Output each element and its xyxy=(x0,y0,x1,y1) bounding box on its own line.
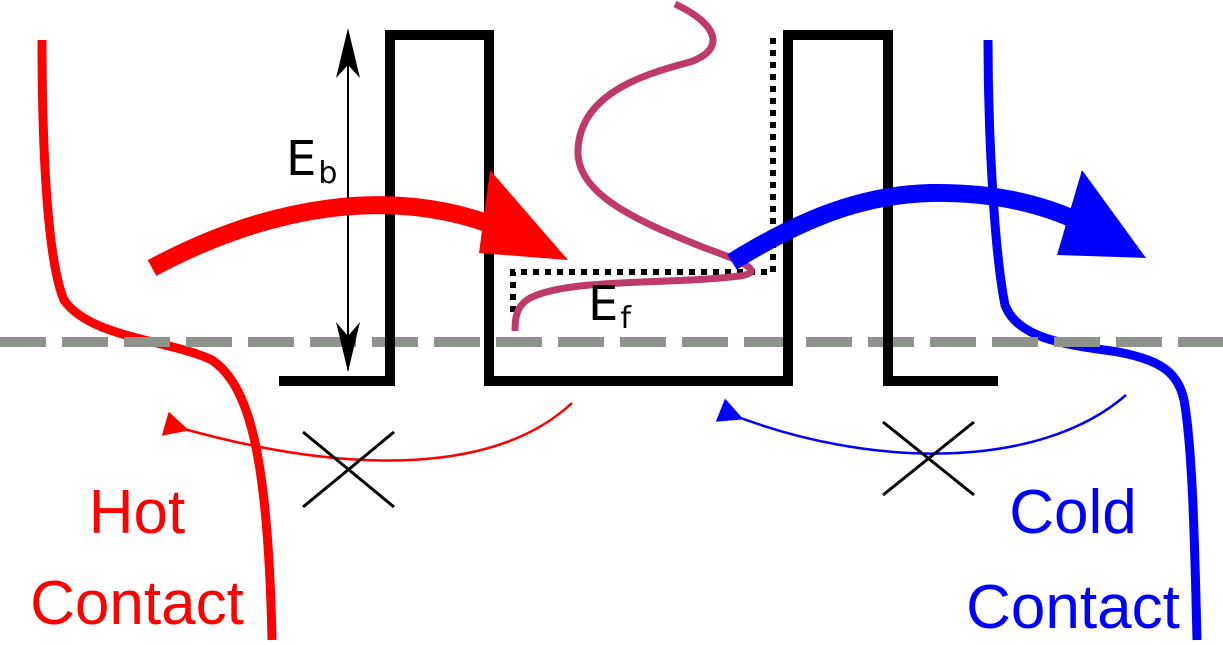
fermi-energy-main: E xyxy=(588,276,618,332)
barrier-height-arrowhead-bottom xyxy=(336,322,360,372)
well-level-dotted-line xyxy=(510,35,776,312)
hot-contact-label-line1: Hot xyxy=(89,478,185,547)
cold-contact-label-line2: Contact xyxy=(966,573,1180,642)
hot-backflow-arrow xyxy=(161,402,573,462)
barrier-height-arrowhead-top xyxy=(336,28,360,78)
wavefunction-curve xyxy=(511,0,755,332)
cold-backflow-arrow xyxy=(715,394,1127,455)
cold-transport-arrow xyxy=(727,183,1084,270)
fermi-energy-label: Ef xyxy=(588,276,632,336)
barrier-energy-main: E xyxy=(286,131,316,187)
cold-blocked-cross xyxy=(882,420,975,497)
barrier-energy-sub: b xyxy=(318,156,337,191)
hot-blocked-cross xyxy=(302,430,395,509)
hot-contact-label-line2: Contact xyxy=(30,569,244,638)
cold-transport-arrowhead xyxy=(1057,170,1146,258)
hot-transport-arrow xyxy=(147,196,514,276)
fermi-energy-sub: f xyxy=(620,301,632,336)
barrier-energy-label: Eb xyxy=(286,131,337,191)
hot-transport-arrowhead xyxy=(479,170,568,260)
cold-contact-label-line1: Cold xyxy=(1009,478,1137,547)
